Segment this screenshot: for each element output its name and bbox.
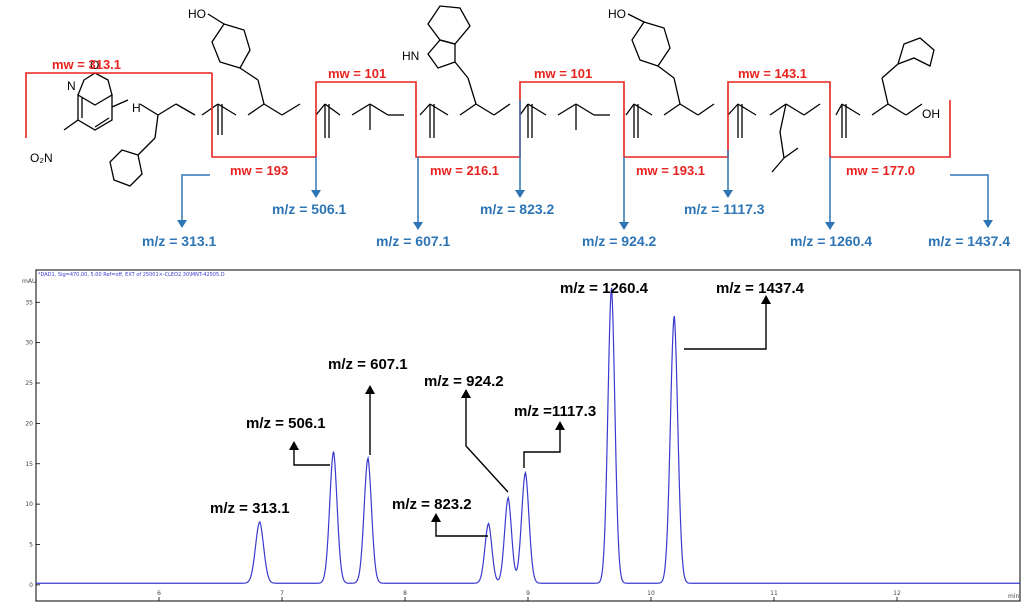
atom-nh: H [132,101,141,115]
plot-frame [35,269,1021,602]
callout-arrowheads [289,295,771,522]
mw-label-3: mw = 101 [328,66,386,81]
atom-n: N [67,79,76,93]
peak-label-2: m/z = 506.1 [246,415,326,432]
atom-ho-1: HO [188,7,206,21]
atom-indole-nh: HN [402,49,419,63]
y-unit: mAU [22,278,36,285]
x-axis: 6 7 8 9 10 11 12 [157,590,901,601]
mz-label-2: m/z = 506.1 [272,201,347,217]
mw-label-4: mw = 216.1 [430,163,499,178]
residue-3 [315,103,404,138]
mz-label-1: m/z = 313.1 [142,233,217,249]
chromatogram: *DAD1, Sig=470,00, 5.00 Ref=off, EXT of … [22,269,1021,602]
residue-8 [835,37,935,138]
peak-label-8: m/z = 1437.4 [716,280,805,297]
mw-label-7: mw = 143.1 [738,66,807,81]
mw-label-2: mw = 193 [230,163,288,178]
mz-label-6: m/z = 1117.3 [684,201,765,217]
x-tick-label: 11 [770,590,778,597]
peak-callouts [293,302,767,537]
y-axis: 0 5 10 15 20 25 30 35 [25,299,40,589]
y-tick-label: 25 [25,380,33,387]
mw-label-1: mw = 313.1 [52,57,121,72]
nbd-group [63,72,129,131]
y-tick-label: 35 [25,299,33,306]
detector-header: *DAD1, Sig=470,00, 5.00 Ref=off, EXT of … [38,272,225,278]
x-tick-label: 9 [526,590,530,597]
mw-brackets [25,72,951,158]
residue-2 [201,13,301,135]
x-unit: min [1008,593,1020,600]
residue-4 [419,5,511,138]
x-tick-label: 8 [403,590,407,597]
peak-label-4: m/z = 823.2 [392,496,472,513]
peak-label-6: m/z =1117.3 [514,403,596,420]
y-tick-label: 30 [25,340,33,347]
mz-label-3: m/z = 607.1 [376,233,451,249]
atom-no2: O₂N [30,151,53,165]
peak-label-3: m/z = 607.1 [328,356,408,373]
mw-label-6: mw = 193.1 [636,163,705,178]
y-tick-label: 20 [25,420,33,427]
y-tick-label: 10 [25,501,33,508]
x-tick-label: 6 [157,590,161,597]
y-tick-label: 5 [29,541,33,548]
mw-label-8: mw = 177.0 [846,163,915,178]
peak-label-1: m/z = 313.1 [210,500,290,517]
peak-label-7: m/z = 1260.4 [560,280,649,297]
atom-o: O [90,58,99,72]
mz-label-7: m/z = 1260.4 [790,233,872,249]
residue-5 [519,103,610,138]
mz-label-5: m/z = 924.2 [582,233,657,249]
mz-label-4: m/z = 823.2 [480,201,555,217]
residue-7 [727,103,821,173]
x-tick-label: 7 [280,590,284,597]
y-tick-label: 15 [25,461,33,468]
residue-6 [625,13,715,138]
atom-terminal-oh: OH [922,107,940,121]
mw-label-5: mw = 101 [534,66,592,81]
peak-label-5: m/z = 924.2 [424,373,504,390]
mz-label-8: m/z = 1437.4 [928,233,1010,249]
atom-ho-2: HO [608,7,626,21]
mz-arrows [181,100,989,225]
x-tick-label: 10 [647,590,655,597]
y-tick-label: 0 [29,582,33,589]
x-tick-label: 12 [893,590,901,597]
residue-1 [109,103,196,187]
chromatogram-trace [36,287,1020,584]
structure-scheme: O₂N O N H HO HN HO OH [25,5,1010,249]
